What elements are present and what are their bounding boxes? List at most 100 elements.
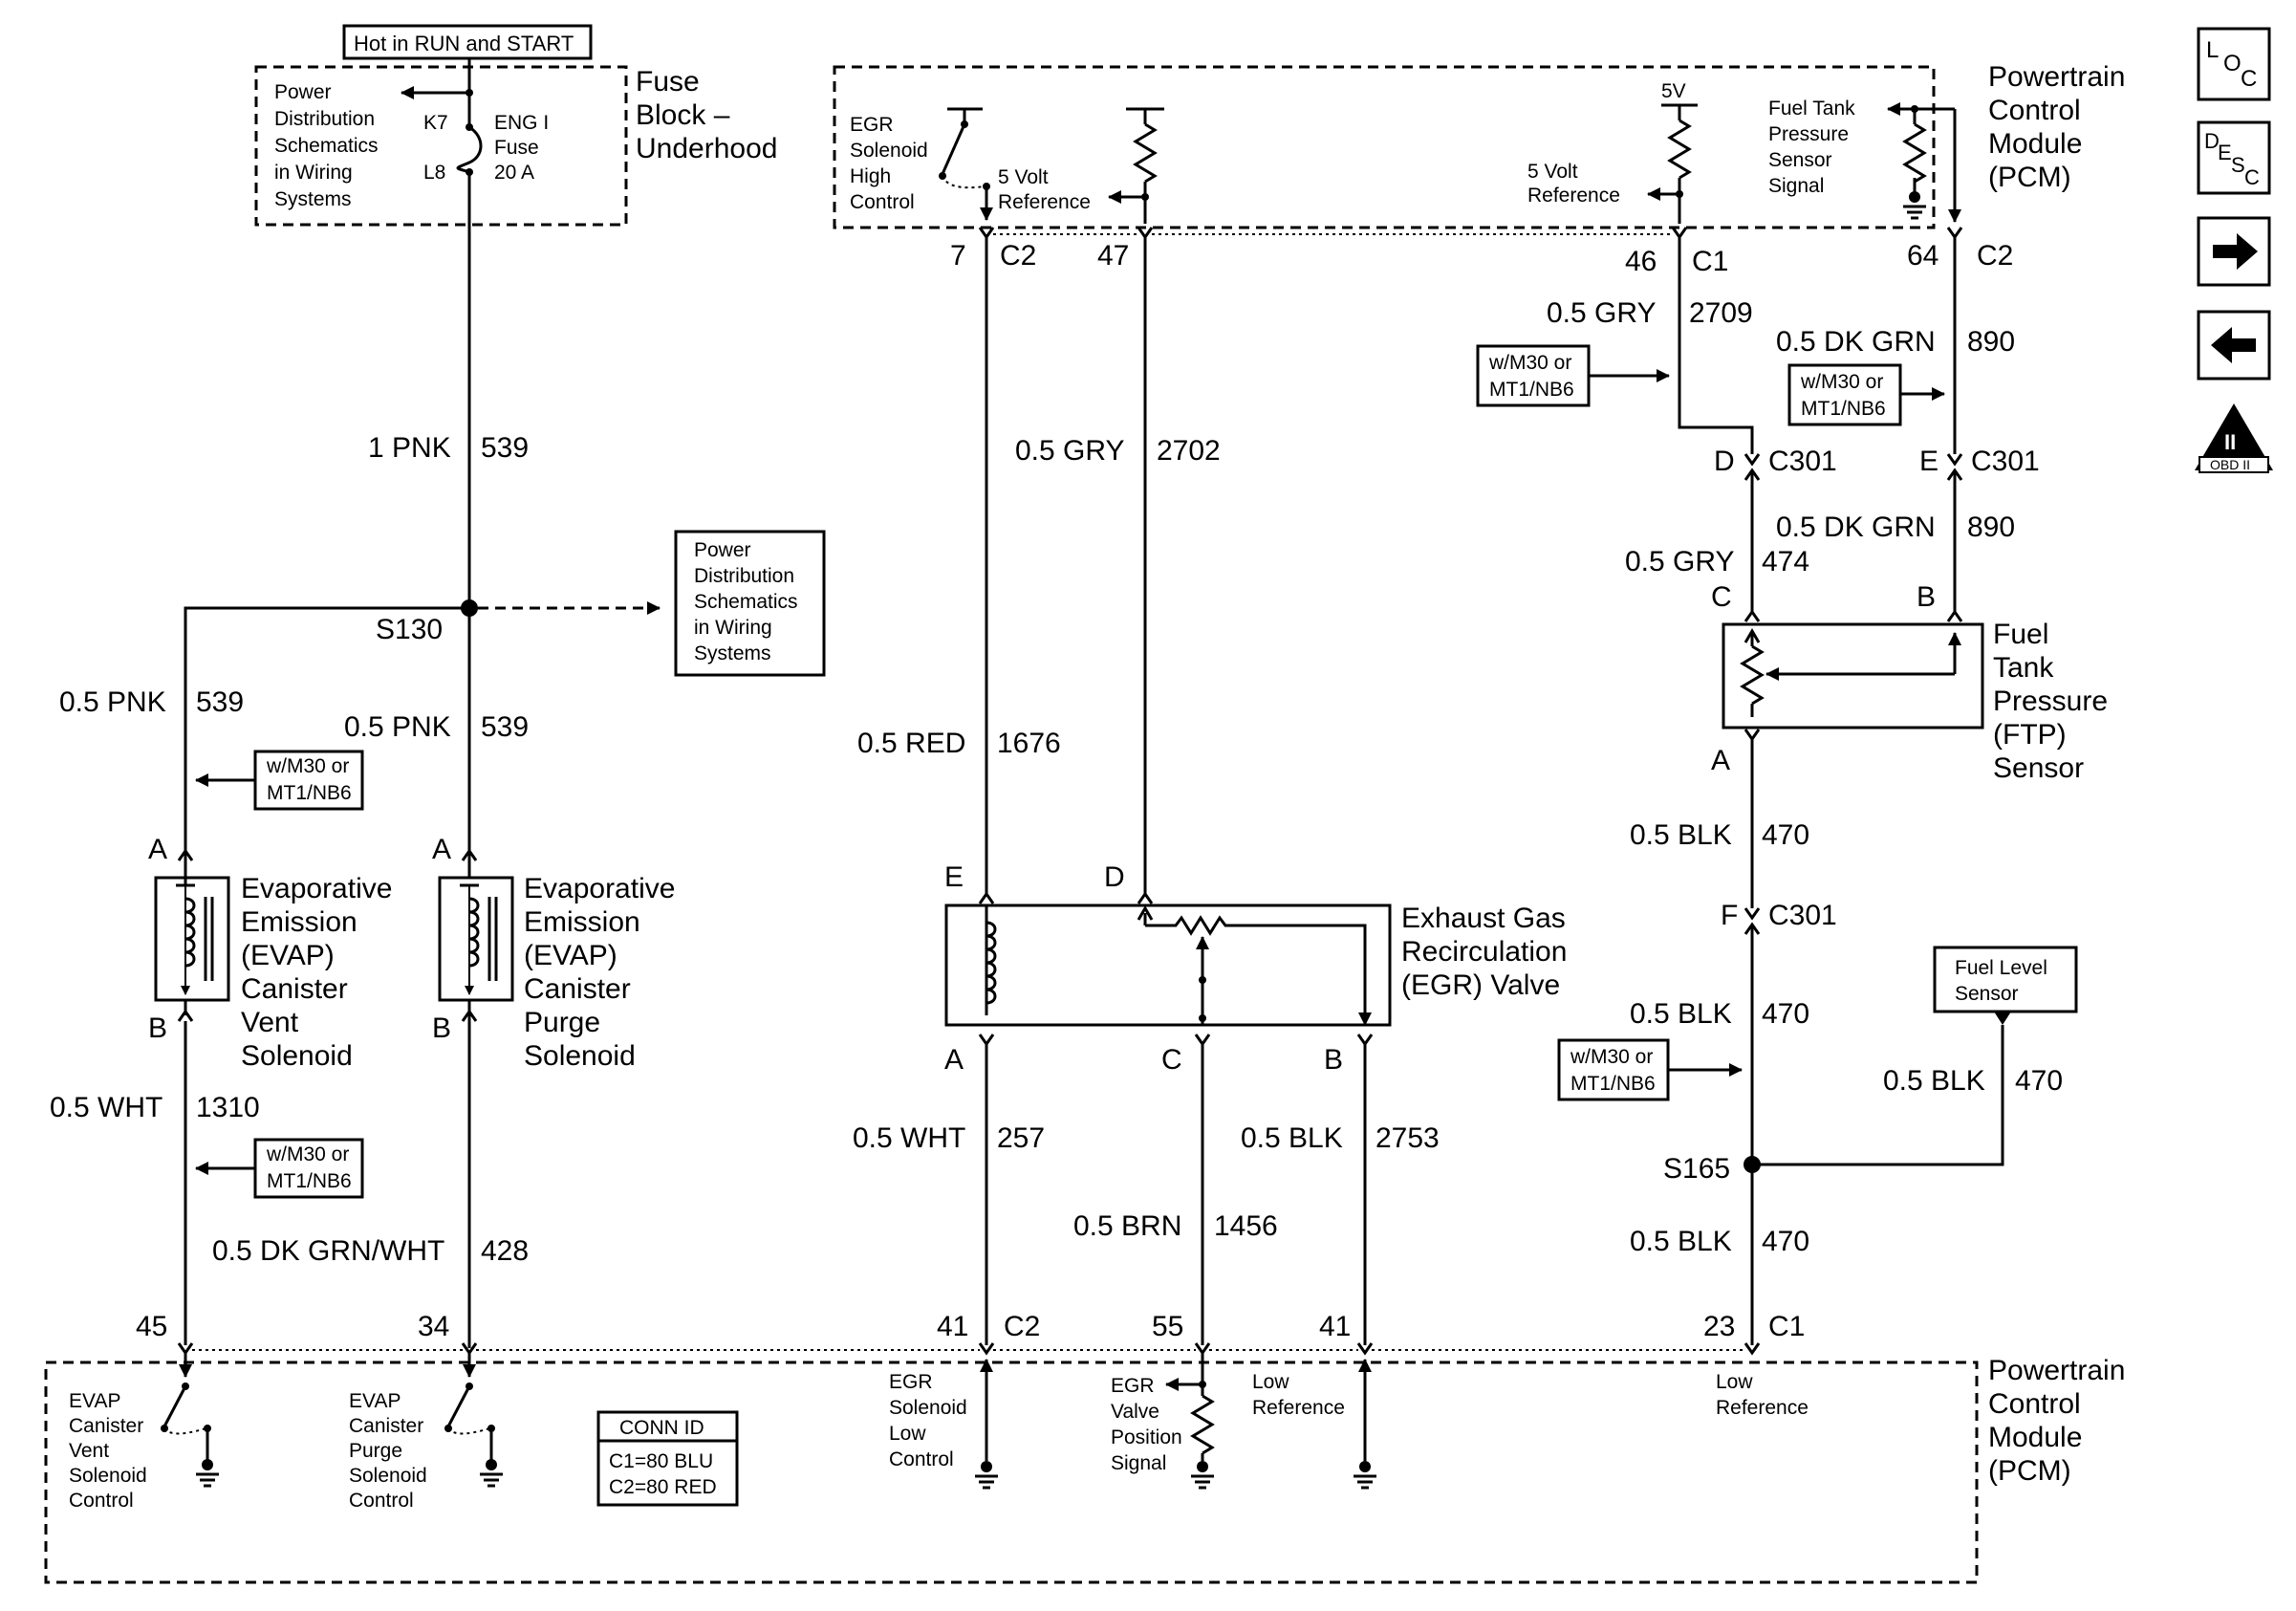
svg-text:Low: Low: [1252, 1371, 1289, 1393]
svg-text:Fuel: Fuel: [1993, 619, 2048, 650]
svg-text:C2: C2: [1977, 240, 2013, 272]
svg-text:Valve: Valve: [1111, 1401, 1159, 1423]
svg-text:45: 45: [136, 1311, 167, 1342]
pcm-bottom: Powertrain Control Module (PCM) EVAP Can…: [44, 1353, 2125, 1584]
svg-text:Sensor: Sensor: [1768, 149, 1832, 171]
svg-text:47: 47: [1097, 240, 1129, 272]
svg-text:A: A: [148, 834, 167, 865]
svg-text:EGR: EGR: [850, 114, 894, 136]
svg-text:2709: 2709: [1689, 297, 1753, 329]
svg-text:EGR: EGR: [889, 1371, 933, 1393]
svg-text:0.5 PNK: 0.5 PNK: [344, 711, 451, 743]
svg-text:Schematics: Schematics: [694, 591, 798, 613]
svg-text:CONN ID: CONN ID: [619, 1417, 704, 1439]
svg-text:470: 470: [1762, 819, 1809, 851]
splice-s165: S165: [1663, 1153, 1761, 1185]
connector-c301-f: F C301: [1721, 900, 1837, 935]
svg-text:41: 41: [937, 1311, 968, 1342]
svg-text:Reference: Reference: [998, 191, 1091, 213]
desc-button[interactable]: D E S C: [2197, 120, 2271, 195]
svg-text:OBD II: OBD II: [2210, 457, 2250, 472]
svg-text:Position: Position: [1111, 1426, 1182, 1448]
svg-text:0.5 WHT: 0.5 WHT: [853, 1122, 965, 1154]
svg-text:0.5 GRY: 0.5 GRY: [1625, 546, 1735, 577]
svg-text:EVAP: EVAP: [349, 1390, 401, 1412]
svg-text:Signal: Signal: [1111, 1452, 1166, 1474]
svg-text:5 Volt: 5 Volt: [1527, 161, 1578, 183]
prev-arrow-button[interactable]: [2197, 310, 2271, 381]
svg-text:2753: 2753: [1375, 1122, 1440, 1154]
svg-text:Purge: Purge: [349, 1440, 402, 1462]
svg-text:Powertrain: Powertrain: [1988, 61, 2125, 93]
svg-text:Systems: Systems: [274, 188, 352, 210]
svg-text:(PCM): (PCM): [1988, 162, 2071, 193]
svg-text:Powertrain: Powertrain: [1988, 1355, 2125, 1386]
svg-text:Solenoid: Solenoid: [850, 140, 928, 162]
svg-text:1310: 1310: [196, 1092, 260, 1123]
svg-text:Power: Power: [274, 81, 332, 103]
svg-text:41: 41: [1319, 1311, 1351, 1342]
option-box-2: w/M30 or MT1/NB6: [195, 1138, 364, 1199]
pcm-top: Powertrain Control Module (PCM) EGR Sole…: [833, 61, 2125, 229]
fuel-level-sensor: Fuel Level Sensor: [1752, 946, 2078, 1166]
svg-text:Control: Control: [889, 1448, 954, 1470]
svg-text:Emission: Emission: [241, 906, 357, 938]
svg-text:C2: C2: [1000, 240, 1036, 272]
loc-button[interactable]: L O C: [2197, 27, 2271, 101]
option-box-3: w/M30 or MT1/NB6: [1476, 344, 1670, 407]
svg-text:Sensor: Sensor: [1993, 752, 2084, 784]
svg-text:5V: 5V: [1661, 80, 1686, 102]
svg-text:MT1/NB6: MT1/NB6: [1570, 1073, 1656, 1095]
svg-text:Sensor: Sensor: [1955, 983, 2019, 1005]
svg-text:539: 539: [481, 711, 529, 743]
svg-text:w/M30 or: w/M30 or: [266, 1143, 349, 1165]
svg-text:Reference: Reference: [1252, 1397, 1345, 1419]
svg-text:C2: C2: [1004, 1311, 1040, 1342]
svg-text:0.5 BLK: 0.5 BLK: [1630, 819, 1732, 851]
svg-text:C2=80 RED: C2=80 RED: [609, 1476, 717, 1498]
svg-text:Underhood: Underhood: [636, 133, 777, 164]
svg-text:MT1/NB6: MT1/NB6: [1489, 379, 1574, 401]
svg-text:0.5 WHT: 0.5 WHT: [50, 1092, 162, 1123]
svg-text:w/M30 or: w/M30 or: [266, 755, 349, 777]
svg-text:428: 428: [481, 1235, 529, 1267]
svg-text:(PCM): (PCM): [1988, 1455, 2071, 1487]
svg-text:B: B: [432, 1012, 451, 1044]
svg-text:0.5 BLK: 0.5 BLK: [1630, 998, 1732, 1030]
svg-text:55: 55: [1152, 1311, 1183, 1342]
svg-text:High: High: [850, 165, 891, 187]
svg-text:Schematics: Schematics: [274, 135, 379, 157]
svg-text:474: 474: [1762, 546, 1809, 577]
svg-text:Distribution: Distribution: [694, 565, 794, 587]
svg-text:Emission: Emission: [524, 906, 640, 938]
svg-text:470: 470: [1762, 998, 1809, 1030]
pcm-bottom-pins: 45 34 41 C2 55 41 23 C1: [136, 1311, 1805, 1356]
svg-text:23: 23: [1703, 1311, 1735, 1342]
svg-text:890: 890: [1967, 512, 2015, 543]
svg-text:Pressure: Pressure: [1768, 123, 1849, 145]
svg-text:(EGR) Valve: (EGR) Valve: [1401, 969, 1560, 1001]
svg-text:EGR: EGR: [1111, 1375, 1155, 1397]
svg-text:L: L: [2206, 37, 2219, 63]
svg-text:1676: 1676: [997, 728, 1061, 759]
svg-text:Solenoid: Solenoid: [349, 1465, 427, 1487]
svg-text:0.5 DK GRN/WHT: 0.5 DK GRN/WHT: [212, 1235, 444, 1267]
svg-text:34: 34: [418, 1311, 449, 1342]
svg-text:EVAP: EVAP: [69, 1390, 120, 1412]
power-distribution-ref: Power Distribution Schematics in Wiring …: [674, 530, 826, 677]
svg-text:B: B: [1917, 581, 1936, 613]
svg-text:w/M30 or: w/M30 or: [1570, 1046, 1653, 1068]
svg-text:(EVAP): (EVAP): [241, 940, 335, 971]
svg-text:C: C: [1161, 1044, 1182, 1076]
svg-text:Distribution: Distribution: [274, 108, 375, 130]
svg-text:0.5 PNK: 0.5 PNK: [59, 686, 166, 718]
svg-text:Reference: Reference: [1716, 1397, 1809, 1419]
obd-ii-button[interactable]: II OBD II: [2195, 403, 2273, 473]
next-arrow-button[interactable]: [2197, 216, 2271, 287]
svg-text:257: 257: [997, 1122, 1045, 1154]
svg-text:0.5 BRN: 0.5 BRN: [1073, 1210, 1181, 1242]
svg-text:0.5 GRY: 0.5 GRY: [1547, 297, 1657, 329]
svg-text:Pressure: Pressure: [1993, 686, 2108, 717]
svg-text:Control: Control: [1988, 1388, 2081, 1420]
